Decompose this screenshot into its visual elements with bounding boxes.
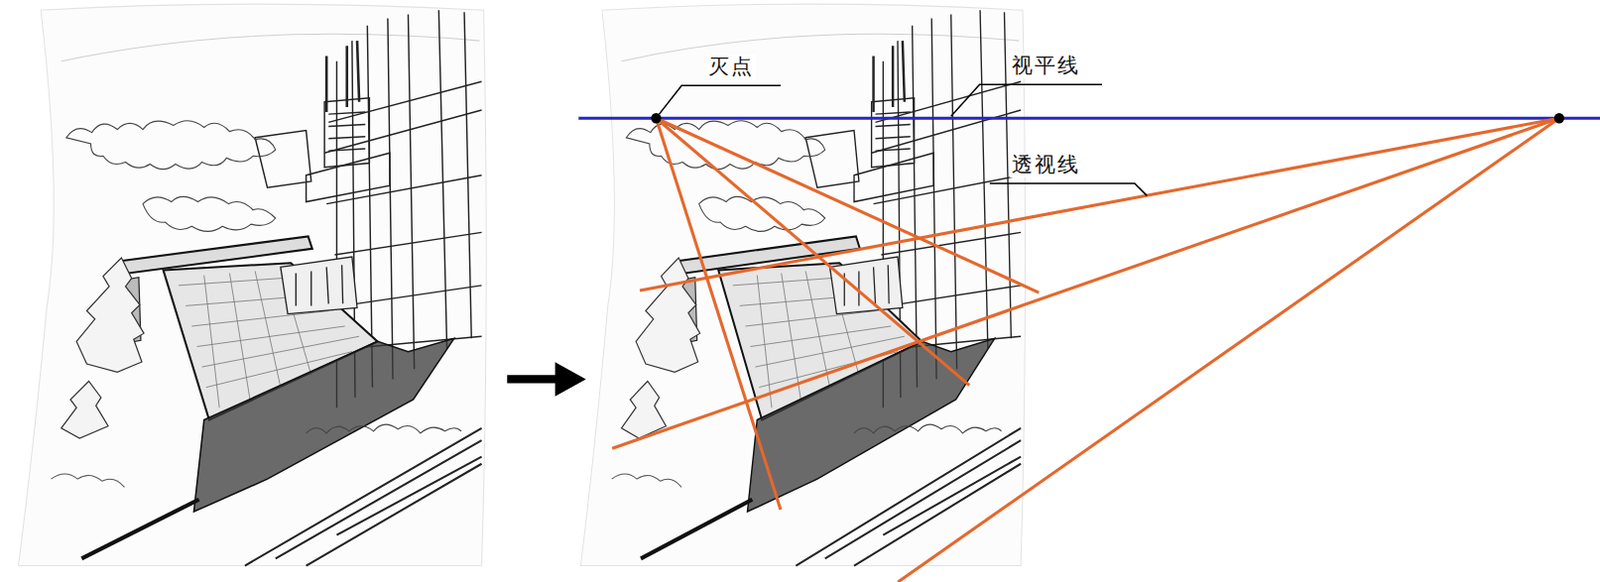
leader-line (659, 85, 781, 115)
perspective-line (612, 118, 1560, 449)
callout-label: 灭点 (706, 54, 756, 80)
direction-arrow (506, 369, 578, 390)
vanishing-point (650, 113, 661, 124)
perspective-line (655, 118, 1039, 293)
callout-label: 透视线 (1009, 152, 1083, 178)
annotated-sketch (580, 3, 1025, 566)
vanishing-point (1554, 113, 1565, 124)
leader-line (989, 183, 1147, 196)
original-sketch (18, 3, 488, 566)
callout-label: 视平线 (1009, 53, 1083, 79)
horizon-line (578, 117, 1600, 121)
perspective-line (655, 118, 970, 385)
perspective-line (655, 118, 781, 510)
perspective-line (639, 118, 1560, 291)
leader-lines (659, 84, 1148, 196)
perspective-line (897, 118, 1560, 582)
leader-line (951, 84, 1103, 117)
perspective-lines (612, 118, 1560, 582)
